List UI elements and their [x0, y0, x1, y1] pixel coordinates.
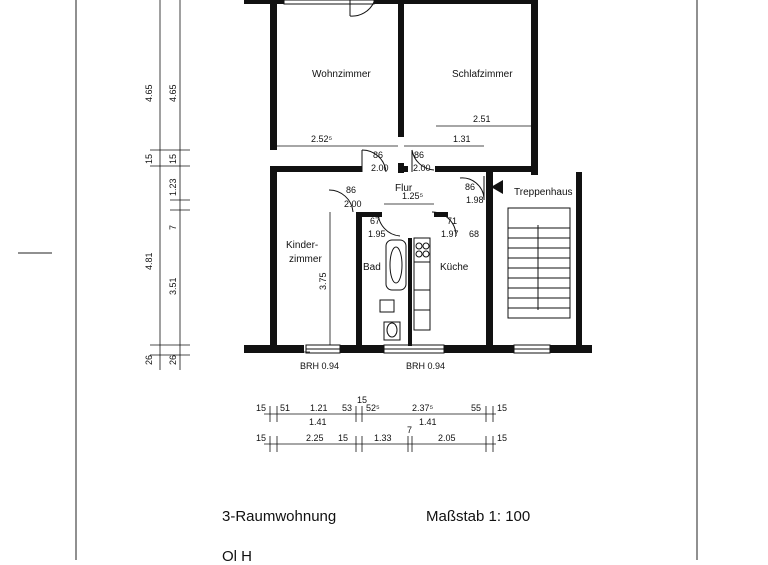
- room-label-kinderzimmer-2: zimmer: [289, 254, 322, 265]
- bottom-dim-r2-7: 7: [407, 425, 412, 435]
- bottom-dim-r1-15c: 15: [497, 403, 507, 413]
- bottom-dim-chain: [264, 406, 496, 452]
- dim-door-kueche-h: 1.97: [441, 229, 459, 239]
- bottom-dim-r1-15a: 15: [256, 403, 266, 413]
- dim-door-trepp-w: 86: [465, 182, 475, 192]
- dim-door-schlaf-h: 2.00: [413, 163, 431, 173]
- bottom-dim-r1-52-5: 52⁵: [366, 403, 380, 413]
- bottom-dim-r2-15c: 15: [497, 433, 507, 443]
- dim-kueche-68: 68: [469, 229, 479, 239]
- interior-dim-lines: [276, 125, 531, 353]
- bottom-dim-r2-2-05: 2.05: [438, 433, 456, 443]
- bottom-dim-r1-1-21: 1.21: [310, 403, 328, 413]
- dim-brh-right: BRH 0.94: [406, 361, 445, 371]
- walls: [244, 0, 592, 353]
- room-label-kinderzimmer-1: Kinder-: [286, 240, 318, 251]
- entrance-arrow-icon: [491, 180, 503, 194]
- dim-brh-left: BRH 0.94: [300, 361, 339, 371]
- bottom-dim-r1-15b: 15: [357, 395, 367, 405]
- dim-schlaf-width: 2.51: [473, 114, 491, 124]
- dim-kinder-height: 3.75: [318, 272, 328, 290]
- bottom-dim-r1-1-41a: 1.41: [309, 417, 327, 427]
- left-dim-3-51: 3.51: [168, 277, 178, 295]
- bottom-dim-r2-15a: 15: [256, 433, 266, 443]
- plan-subtitle-partial: Ol H: [222, 548, 252, 565]
- plan-title: 3-Raumwohnung: [222, 508, 337, 525]
- bottom-dim-r2-2-25: 2.25: [306, 433, 324, 443]
- bottom-dim-r1-51: 51: [280, 403, 290, 413]
- left-dim-4-65-b: 4.65: [168, 84, 178, 102]
- dim-door-kinder-h: 2.00: [344, 199, 362, 209]
- dim-door-bad-w: 67: [370, 216, 380, 226]
- doors: [328, 0, 485, 237]
- room-label-wohnzimmer: Wohnzimmer: [312, 69, 371, 80]
- dim-door-bad-h: 1.95: [368, 229, 386, 239]
- left-dim-chain: [150, 0, 190, 370]
- staircase: [507, 207, 571, 319]
- dim-flur-width: 1.25⁵: [402, 191, 424, 201]
- dim-wohn-width: 2.52⁵: [311, 134, 333, 144]
- left-dim-1-23: 1.23: [168, 178, 178, 196]
- dim-schlaf-sub: 1.31: [453, 134, 471, 144]
- left-dim-26-a: 26: [144, 355, 154, 365]
- room-label-treppenhaus: Treppenhaus: [514, 187, 573, 198]
- bottom-dim-r2-15b: 15: [338, 433, 348, 443]
- bath-fixtures: [379, 239, 407, 341]
- left-dim-26-b: 26: [168, 355, 178, 365]
- left-dim-7: 7: [168, 225, 178, 230]
- dim-door-kinder-w: 86: [346, 185, 356, 195]
- plan-scale: Maßstab 1: 100: [426, 508, 531, 525]
- windows: [283, 0, 551, 354]
- bottom-dim-r1-53: 53: [342, 403, 352, 413]
- bottom-dim-r1-1-41b: 1.41: [419, 417, 437, 427]
- room-label-schlafzimmer: Schlafzimmer: [452, 69, 513, 80]
- room-label-kueche: Küche: [440, 262, 469, 273]
- room-label-bad: Bad: [363, 262, 381, 273]
- left-dim-4-81: 4.81: [144, 252, 154, 270]
- dim-door-schlaf-w: 86: [414, 150, 424, 160]
- dim-door-wohn-w: 86: [373, 150, 383, 160]
- dim-door-trepp-h: 1.98: [466, 195, 484, 205]
- dim-door-wohn-h: 2.00: [371, 163, 389, 173]
- bottom-dim-r1-2-37-5: 2.37⁵: [412, 403, 434, 413]
- room-label-flur: Flur: [395, 183, 413, 194]
- bottom-dim-r1-55: 55: [471, 403, 481, 413]
- left-dim-15-b: 15: [168, 154, 178, 164]
- left-dim-4-65-a: 4.65: [144, 84, 154, 102]
- kitchen-fixtures: [413, 237, 431, 331]
- dim-door-kueche-w: 71: [447, 216, 457, 226]
- left-dim-15-a: 15: [144, 154, 154, 164]
- bottom-dim-r2-1-33: 1.33: [374, 433, 392, 443]
